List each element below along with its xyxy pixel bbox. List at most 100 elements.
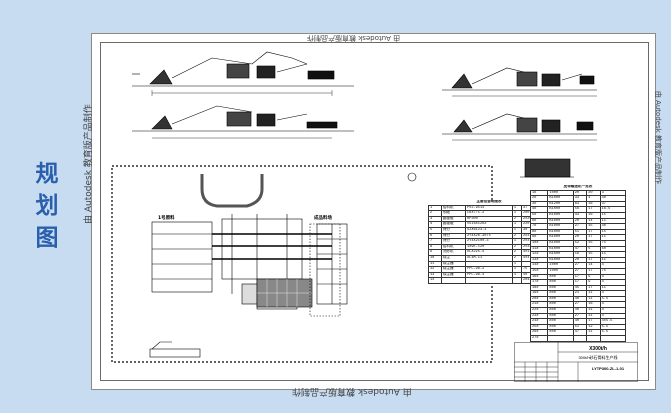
side-title-char-2: 划 (35, 193, 59, 219)
table-cell: 1 (511, 260, 522, 268)
side-title: 规 划 图 (30, 158, 64, 254)
table-cell: 17 (586, 284, 601, 292)
table-cell: 5.5 (599, 323, 627, 331)
table-cell: 19# (529, 290, 549, 297)
table-cell: 27# (529, 335, 549, 342)
table-cell: 除尘器 (440, 271, 467, 279)
table-cell: 11 (599, 284, 627, 292)
left-block-label: 1号原料 (158, 216, 175, 221)
table-cell: 75 (599, 267, 627, 275)
drawing-frame (100, 42, 649, 381)
table-cell (572, 335, 588, 342)
cad-drawing (111, 51, 597, 363)
table-cell: 11 (599, 251, 627, 258)
title-block-drawing-no: LYTP300-ZL-1-01 (591, 366, 625, 371)
table-cell: 11 (586, 290, 601, 297)
table-cell (586, 335, 601, 342)
table-cell: 16 (586, 301, 601, 309)
table-cell: 16# (529, 273, 549, 281)
table-cell: 11 (586, 295, 601, 303)
table-cell: 4 (599, 273, 627, 281)
table-cell (465, 277, 513, 284)
table-cell: 4 (599, 262, 627, 269)
title-block-grid (514, 342, 638, 382)
table-cell: 23# (529, 312, 549, 320)
side-title-char-3: 图 (35, 225, 59, 251)
table-cell: 11 (599, 256, 627, 264)
table-cell: 15# (529, 267, 549, 275)
table-cell (547, 335, 574, 342)
table-cell (440, 277, 467, 284)
title-block-subtitle: 300t/h砂石骨料生产线 (578, 355, 618, 360)
table-cell: 14 (428, 277, 442, 284)
table-cell: 21# (529, 301, 549, 309)
table-cell: 除尘器 (440, 266, 467, 273)
table-cell: 2 (511, 254, 522, 262)
table-cell: 11 (586, 329, 601, 336)
table-cell: 除尘器 (440, 260, 467, 268)
table-row: 27# (529, 335, 627, 342)
table-cell: 4 (599, 312, 627, 320)
table-cell: 除尘 (440, 254, 467, 262)
elevation-view-4 (442, 113, 597, 141)
elevation-view-2 (132, 105, 354, 139)
elevation-view-3 (442, 67, 597, 97)
table-cell: 14 (586, 262, 601, 269)
table-cell: 5.5 (599, 329, 627, 336)
table-cell: 11 (586, 312, 601, 320)
table-cell: 20# (529, 295, 549, 303)
right-block-label: 成品料场 (314, 216, 332, 221)
title-block: X300t/h 300t/h砂石骨料生产线 LYTP300-ZL-1-01 (514, 342, 638, 382)
table-cell: 17 (586, 318, 601, 325)
table-cell: 9 (586, 273, 601, 281)
table-cell: 17 (586, 267, 601, 275)
table-cell: 15 (586, 251, 601, 258)
elevation-view-1 (132, 51, 354, 96)
table-cell: 17# (529, 279, 549, 286)
table-cell: 18# (529, 284, 549, 292)
table-cell: 12# (529, 251, 549, 258)
conveyor-table-title: 皮带输送机一览表 (563, 185, 593, 189)
table-cell: 25# (529, 323, 549, 331)
title-block-project: X300t/h (589, 346, 607, 352)
left-building (151, 221, 213, 293)
table-cell: 4x5.5 (599, 318, 627, 325)
table-cell: 4 (599, 307, 627, 314)
table-cell: 12 (586, 323, 601, 331)
table-cell: 5.5 (599, 295, 627, 303)
table-cell: 26# (529, 329, 549, 336)
table-cell: 1 (511, 266, 522, 273)
table-cell: 24# (529, 318, 549, 325)
table-cell: 17 (586, 256, 601, 264)
side-title-char-1: 规 (35, 161, 59, 187)
table-cell: 4 (599, 301, 627, 309)
table-cell (599, 335, 627, 342)
table-cell: 4 (599, 279, 627, 286)
table-cell: 4 (599, 290, 627, 297)
detail-view (520, 158, 574, 178)
drawing-sheet: 由 Autodesk 教育版产品制作 由 Autodesk 教育版产品制作 由 … (84, 33, 662, 396)
table-cell: 1 (511, 271, 522, 279)
table-cell: 14# (529, 262, 549, 269)
